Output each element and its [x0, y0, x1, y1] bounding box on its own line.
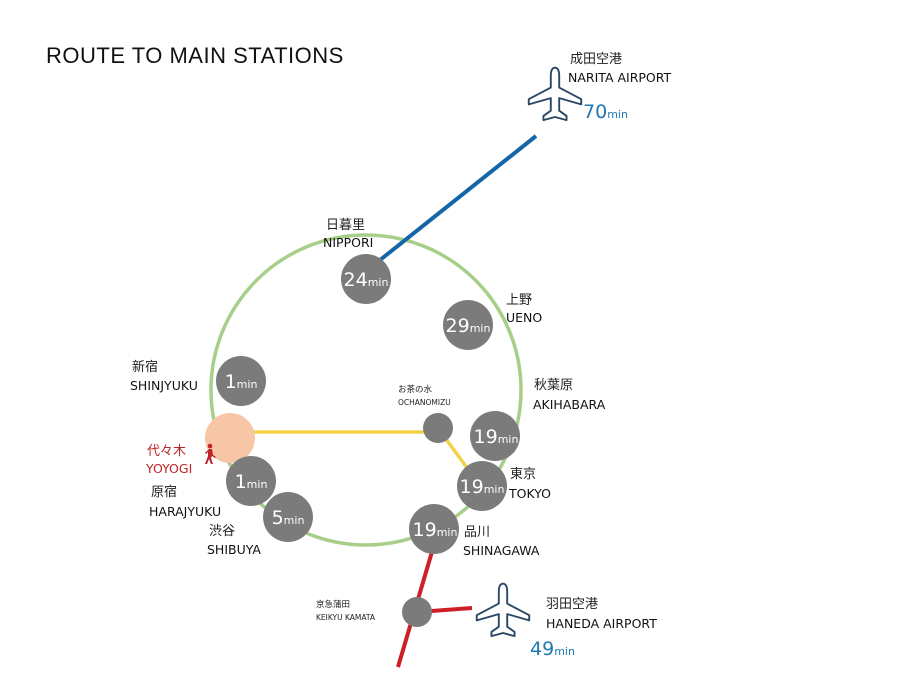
label-shinagawa-en: SHINAGAWA — [463, 543, 540, 558]
station-node-shinjyuku[interactable] — [216, 356, 266, 406]
time-tokyo: 19min — [460, 476, 505, 498]
label-shinjyuku-en: SHINJYUKU — [130, 378, 198, 393]
label-narita-en: NARITA AIRPORT — [568, 70, 672, 85]
label-ueno-jp: 上野 — [506, 293, 532, 308]
label-narita-jp: 成田空港 — [570, 52, 622, 67]
station-node-tokyo[interactable] — [457, 461, 507, 511]
label-shibuya-en: SHIBUYA — [207, 542, 261, 557]
time-akihabara: 19min — [474, 426, 519, 448]
time-narita: 70min — [583, 101, 628, 123]
time-harajyuku: 1min — [235, 471, 268, 493]
keisei-narita-line — [368, 134, 538, 270]
station-node-nippori[interactable] — [341, 254, 391, 304]
label-ochanomizu-en: OCHANOMIZU — [398, 398, 451, 407]
station-node-ueno[interactable] — [443, 300, 493, 350]
label-harajyuku-jp: 原宿 — [151, 484, 177, 500]
station-node-shibuya[interactable] — [263, 492, 313, 542]
narita-airport: 成田空港 NARITA AIRPORT 70min — [527, 52, 672, 123]
time-ueno: 29min — [446, 315, 491, 337]
label-tokyo-en: TOKYO — [508, 486, 551, 501]
walking-person-icon — [205, 443, 216, 464]
station-node-ochanomizu[interactable] — [423, 413, 453, 443]
label-nippori-jp: 日暮里 — [326, 218, 365, 233]
time-shinagawa: 19min — [413, 519, 458, 541]
station-node-yoyogi[interactable] — [205, 413, 255, 463]
label-akihabara-jp: 秋葉原 — [534, 378, 573, 393]
label-ochanomizu-jp: お茶の水 — [398, 384, 433, 395]
label-haneda-jp: 羽田空港 — [546, 597, 598, 612]
airplane-icon — [475, 582, 531, 638]
label-harajyuku-en: HARAJYUKU — [149, 504, 221, 519]
haneda-airport: 羽田空港 HANEDA AIRPORT 49min — [475, 582, 657, 660]
station-times: 24min 29min 1min 19min 1min 19min 5min 1… — [225, 269, 519, 541]
label-nippori-en: NIPPORI — [323, 235, 373, 250]
time-haneda: 49min — [530, 638, 575, 660]
label-ueno-en: UENO — [506, 310, 542, 325]
label-haneda-en: HANEDA AIRPORT — [546, 616, 657, 631]
time-nippori: 24min — [344, 269, 389, 291]
station-nodes — [205, 254, 520, 627]
label-tokyo-jp: 東京 — [510, 466, 536, 482]
airplane-icon — [527, 66, 583, 122]
station-node-akihabara[interactable] — [470, 411, 520, 461]
station-node-harajyuku[interactable] — [226, 456, 276, 506]
time-shibuya: 5min — [272, 507, 305, 529]
label-shibuya-jp: 渋谷 — [209, 524, 235, 539]
label-keikyu-kamata-en: KEIKYU KAMATA — [316, 613, 376, 622]
station-node-shinagawa[interactable] — [409, 504, 459, 554]
page-title: ROUTE TO MAIN STATIONS — [46, 43, 344, 68]
station-labels: 日暮里 NIPPORI 上野 UENO 新宿 SHINJYUKU お茶の水 OC… — [130, 218, 606, 622]
rail-lines — [209, 134, 538, 668]
label-keikyu-kamata-jp: 京急蒲田 — [316, 599, 350, 610]
label-shinagawa-jp: 品川 — [464, 525, 490, 540]
station-node-keikyu-kamata[interactable] — [402, 597, 432, 627]
label-akihabara-en: AKIHABARA — [533, 397, 606, 412]
label-shinjyuku-jp: 新宿 — [132, 359, 158, 375]
time-shinjyuku: 1min — [225, 371, 258, 393]
label-yoyogi-en: YOYOGI — [145, 461, 192, 476]
yamanote-line — [209, 233, 523, 547]
label-yoyogi-jp: 代々木 — [147, 444, 186, 459]
